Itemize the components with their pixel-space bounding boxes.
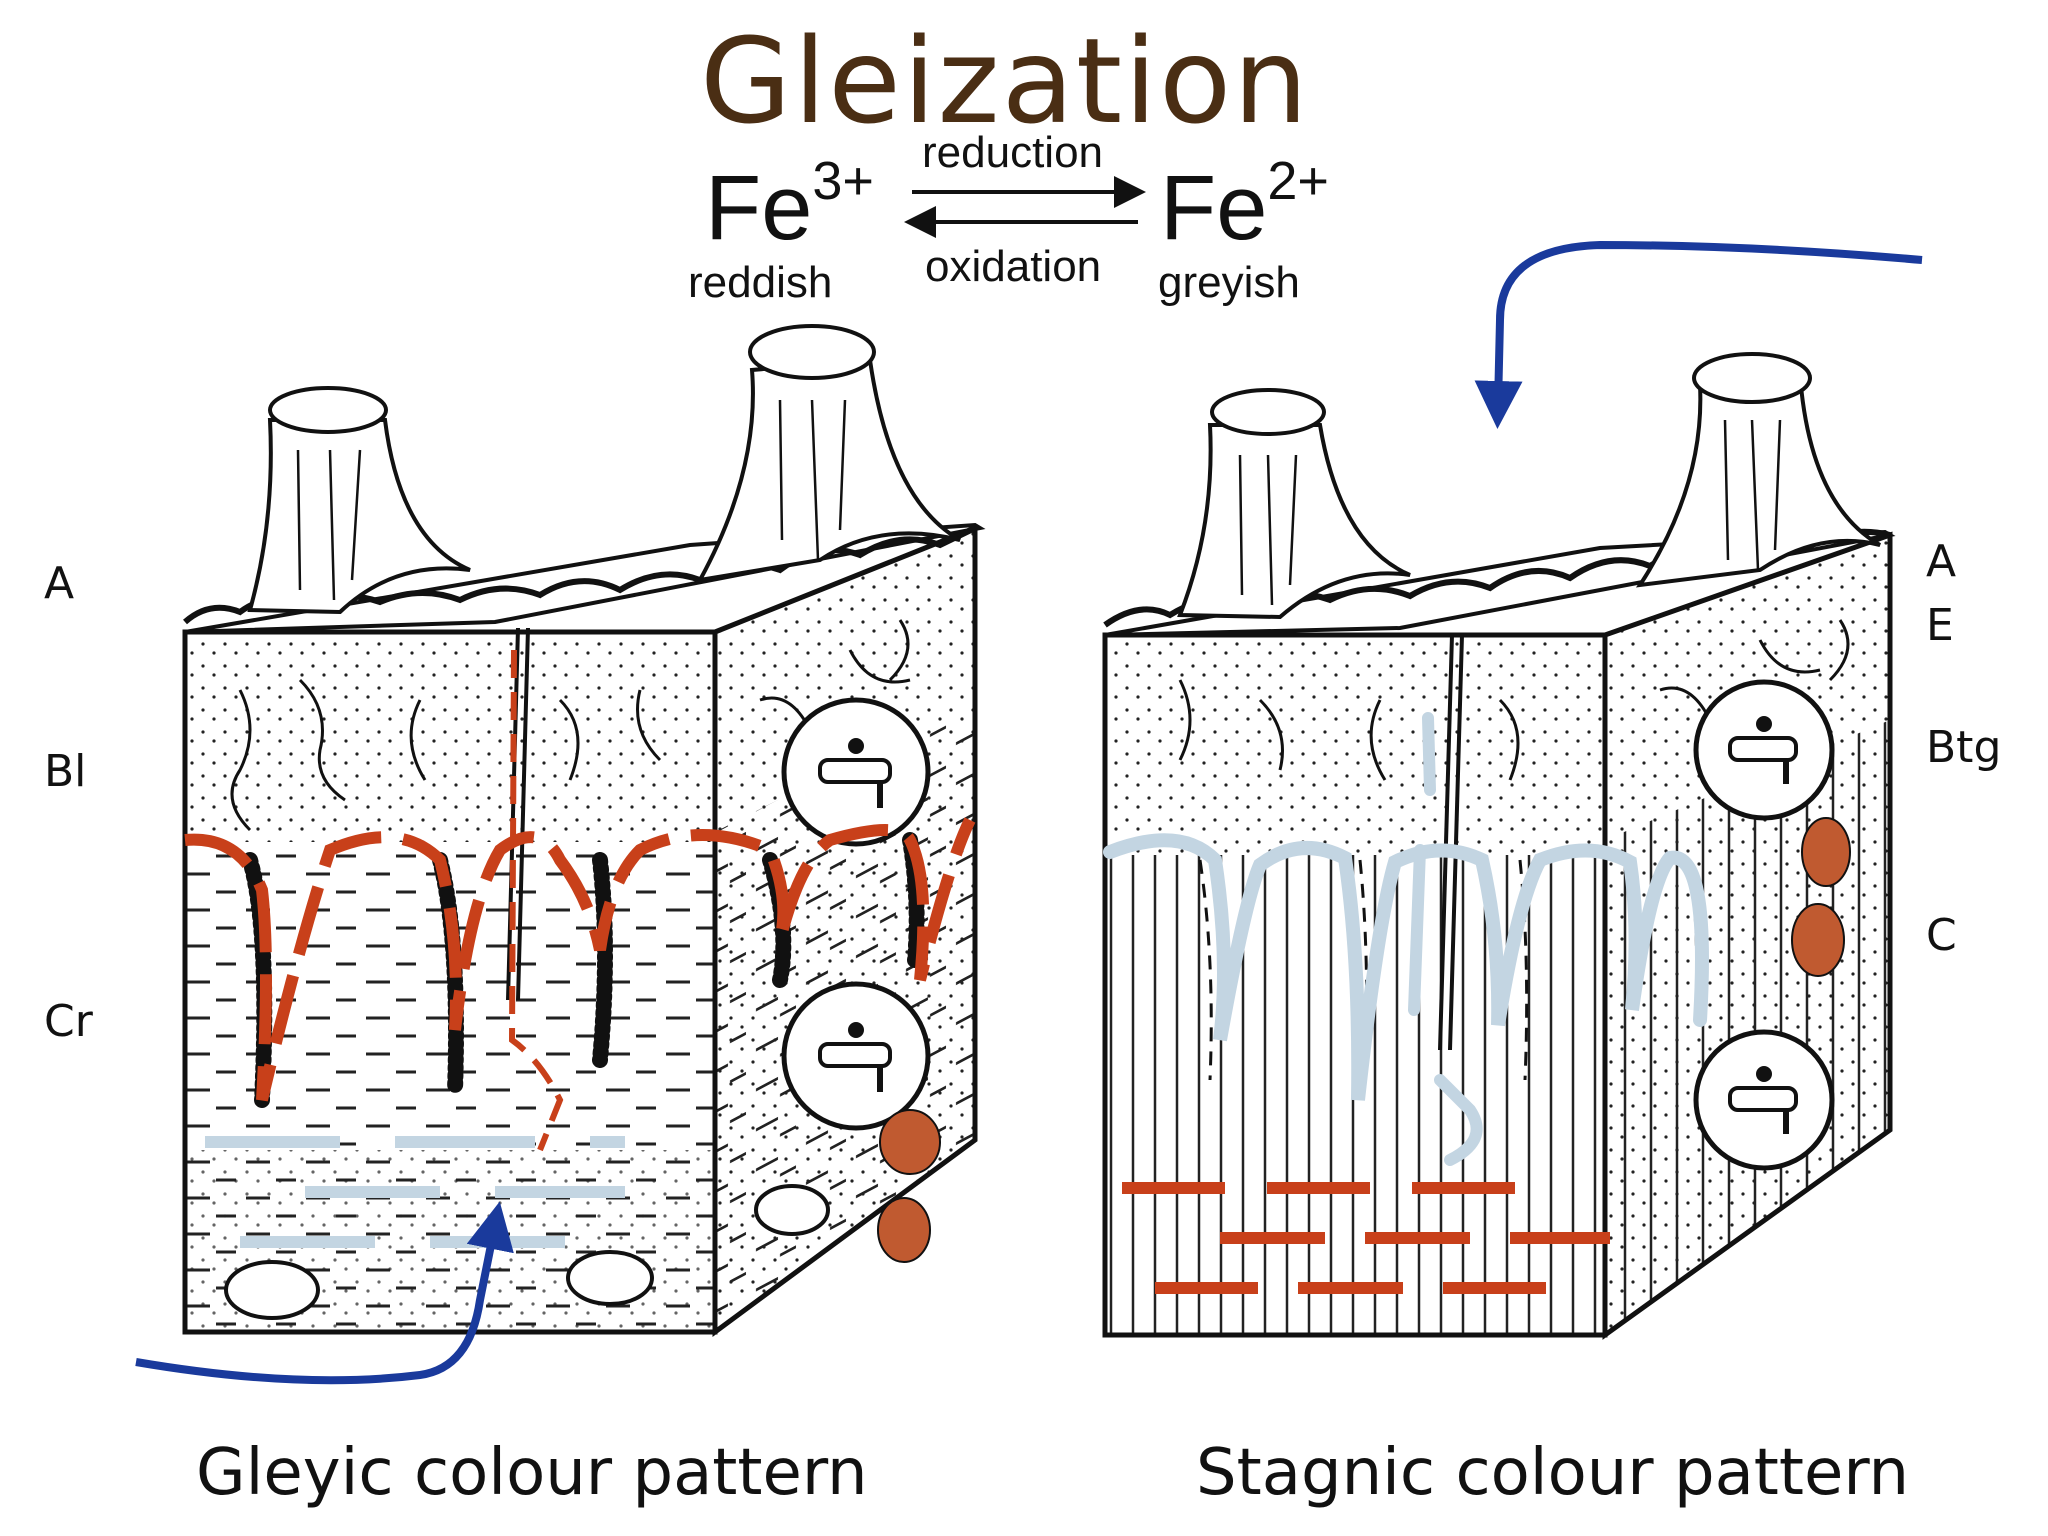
water-faucet-icon	[1693, 1029, 1835, 1171]
stagnic-caption: Stagnic colour pattern	[1196, 1436, 1910, 1510]
right-horizon-a: A	[1926, 536, 1957, 587]
right-horizon-c: C	[1926, 910, 1957, 961]
ferric-ion: Fe3+	[705, 151, 874, 259]
left-horizon-a: A	[44, 558, 75, 609]
water-faucet-icon	[1693, 679, 1835, 821]
gleyic-soil-block	[182, 324, 986, 1337]
left-horizon-bl: Bl	[44, 746, 87, 797]
equilibrium-arrows	[904, 176, 1146, 238]
reddish-label: reddish	[688, 258, 833, 307]
page-title: Gleization	[700, 12, 1310, 150]
water-faucet-icon	[781, 697, 931, 847]
gleyic-caption: Gleyic colour pattern	[196, 1436, 868, 1510]
greyish-label: greyish	[1158, 258, 1300, 307]
water-infiltration-arrow	[1474, 240, 1923, 429]
water-faucet-icon	[781, 981, 931, 1131]
oxidation-label: oxidation	[925, 242, 1102, 291]
left-horizon-cr: Cr	[44, 996, 93, 1047]
right-horizon-btg: Btg	[1926, 722, 2002, 773]
ferrous-ion: Fe2+	[1160, 151, 1329, 259]
right-horizon-e: E	[1926, 600, 1954, 651]
water-rising-arrow	[135, 1201, 514, 1385]
reduction-label: reduction	[922, 128, 1104, 177]
stagnic-soil-block	[1102, 352, 1896, 1340]
